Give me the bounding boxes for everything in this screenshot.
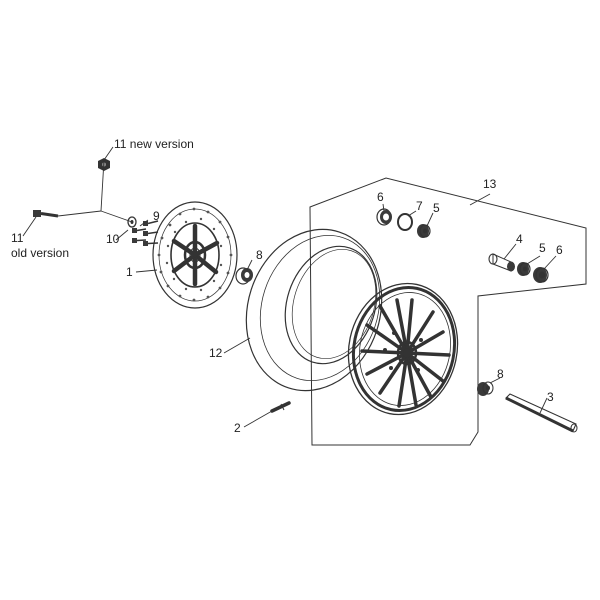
label-8-left: 8 bbox=[256, 248, 263, 262]
bearing-icon bbox=[533, 267, 549, 283]
screw-icon bbox=[33, 210, 59, 218]
tire-icon bbox=[245, 228, 383, 392]
spacer-icon bbox=[235, 267, 253, 285]
bolt-icon bbox=[132, 220, 159, 246]
label-11-new-version: 11 new version bbox=[114, 137, 194, 151]
label-5-top: 5 bbox=[433, 201, 440, 215]
spacer-tube-icon bbox=[488, 253, 515, 272]
label-6-right: 6 bbox=[556, 243, 563, 257]
label-11-old-version-text: old version bbox=[11, 246, 69, 260]
bearing-icon bbox=[376, 208, 392, 226]
circlip-icon bbox=[397, 213, 413, 231]
leader-lines bbox=[22, 146, 557, 428]
axle-icon bbox=[505, 393, 578, 433]
seal-icon bbox=[517, 262, 531, 276]
label-10: 10 bbox=[106, 232, 120, 246]
seal-icon bbox=[417, 224, 431, 238]
label-2: 2 bbox=[234, 421, 241, 435]
label-12: 12 bbox=[209, 346, 223, 360]
label-5-right: 5 bbox=[539, 241, 546, 255]
label-1: 1 bbox=[126, 265, 133, 279]
label-7: 7 bbox=[416, 199, 423, 213]
label-11-old-version-number: 11 bbox=[11, 231, 24, 245]
label-8-right: 8 bbox=[497, 367, 504, 381]
part-labels: 11 new version 11 old version 9 10 1 8 1… bbox=[11, 137, 563, 435]
label-4: 4 bbox=[516, 232, 523, 246]
label-13: 13 bbox=[483, 177, 497, 191]
label-3: 3 bbox=[547, 390, 554, 404]
wheel-rim-icon bbox=[347, 282, 459, 416]
spacer-icon bbox=[477, 381, 494, 396]
label-6-top: 6 bbox=[377, 190, 384, 204]
label-9: 9 bbox=[153, 209, 160, 223]
brake-disc-icon bbox=[152, 201, 238, 309]
kit-outline-13 bbox=[309, 177, 587, 446]
valve-icon bbox=[270, 401, 291, 413]
